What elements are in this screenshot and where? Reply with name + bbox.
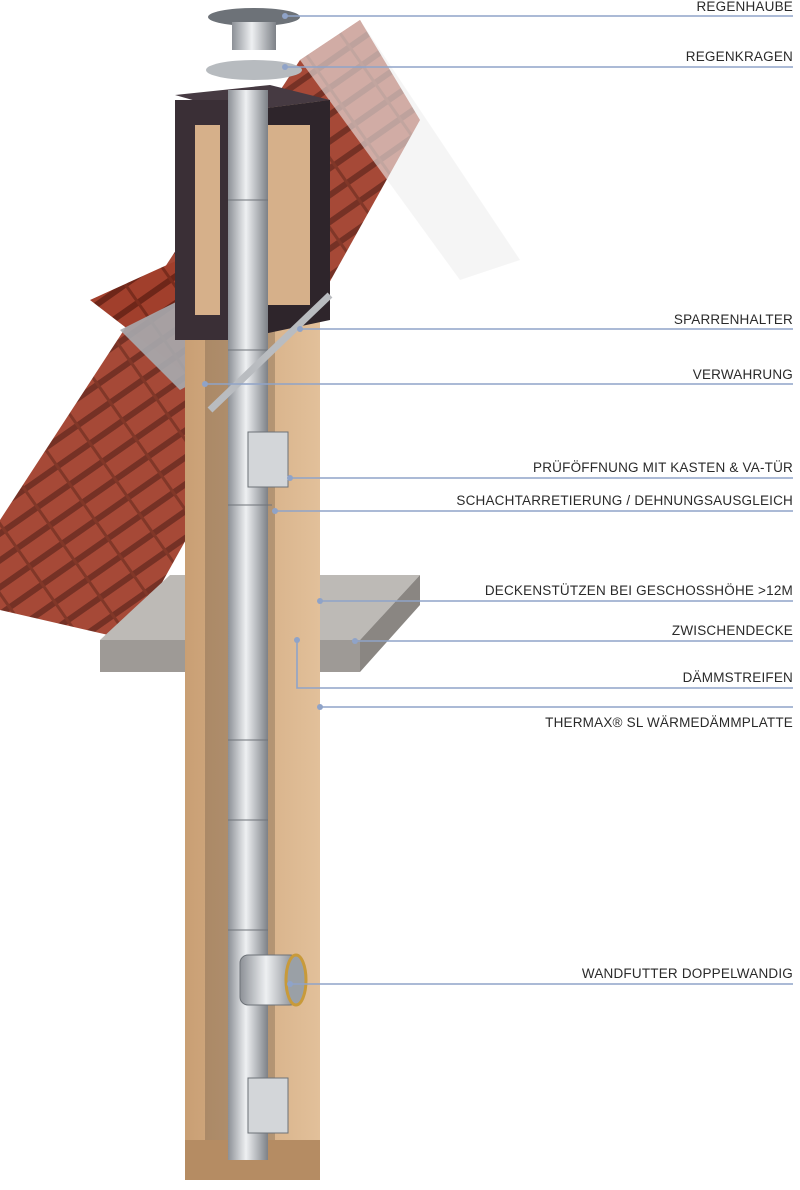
rain-cap (206, 8, 302, 80)
leader-lines (205, 15, 793, 985)
label-verwahrung: VERWAHRUNG (692, 367, 793, 382)
leader-dots (202, 13, 358, 987)
label-thermax: THERMAX® SL WÄRMEDÄMMPLATTE (545, 715, 793, 730)
label-schachtarretierung: SCHACHTARRETIERUNG / DEHNUNGSAUSGLEICH (456, 493, 793, 508)
label-daemmstreifen: DÄMMSTREIFEN (682, 670, 793, 685)
label-sparrenhalter: SPARRENHALTER (673, 312, 793, 327)
rafter-holder (207, 292, 333, 413)
label-wandfutter: WANDFUTTER DOPPELWANDIG (581, 966, 793, 981)
inspection-door (247, 431, 289, 488)
label-regenhaube: REGENHAUBE (696, 0, 793, 14)
label-zwischendecke: ZWISCHENDECKE (671, 623, 793, 638)
rain-collar (206, 60, 302, 80)
label-deckenstuetzen: DECKENSTÜTZEN BEI GESCHOSSHÖHE >12M (484, 583, 793, 598)
label-prueffoeffnung: PRÜFÖFFNUNG MIT KASTEN & VA-TÜR (533, 460, 793, 475)
wall-sleeve-opening (284, 953, 308, 1007)
inspection-door-bottom (247, 1077, 289, 1134)
label-regenkragen: REGENKRAGEN (685, 49, 793, 64)
